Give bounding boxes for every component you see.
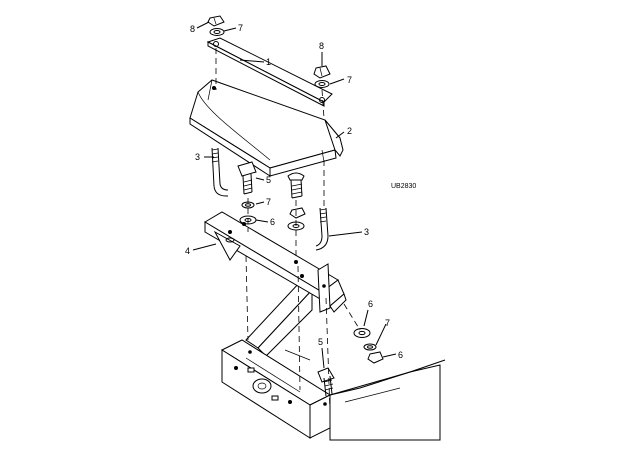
cap-screw <box>237 161 257 195</box>
nut-mid-right <box>289 207 306 219</box>
washer-top-left <box>209 28 225 36</box>
callout-1: 1 <box>266 57 271 67</box>
callout-5-bottom: 5 <box>318 337 323 347</box>
nut-top-right <box>313 65 331 79</box>
washer-lower-right <box>363 343 377 351</box>
callout-6-lower: 6 <box>368 299 373 309</box>
callout-8-top-left: 8 <box>190 24 195 34</box>
callout-leaders <box>192 21 397 369</box>
washer-top-right <box>314 80 330 88</box>
callout-2: 2 <box>347 126 352 136</box>
cover-panel <box>189 79 344 177</box>
callout-7-right: 7 <box>347 75 352 85</box>
retaining-strap <box>206 37 333 107</box>
alignment-lines <box>215 48 361 413</box>
callout-6-mid: 6 <box>270 217 275 227</box>
nut-lower-right <box>367 351 384 364</box>
callout-4: 4 <box>185 246 190 256</box>
j-bolt-right <box>315 207 329 251</box>
callout-8-lower: 6 <box>398 350 403 360</box>
nut-top-left <box>207 15 225 27</box>
washer-large-lower-right <box>353 328 371 338</box>
j-bolt-left <box>211 147 229 197</box>
callout-7-lower: 7 <box>385 318 390 328</box>
callout-7-top-left: 7 <box>238 23 243 33</box>
callout-7-mid: 7 <box>266 197 271 207</box>
callout-numbers: 8 7 1 8 7 2 3 5 7 6 3 4 6 7 6 5 UB2830 <box>185 23 416 360</box>
callout-5-top: 5 <box>266 175 271 185</box>
carriage-bolt <box>287 172 305 199</box>
callout-8-right: 8 <box>319 41 324 51</box>
mounting-bracket <box>204 211 347 313</box>
drawing-code: UB2830 <box>391 183 416 190</box>
callout-3-right: 3 <box>364 227 369 237</box>
callout-3-left: 3 <box>195 152 200 162</box>
